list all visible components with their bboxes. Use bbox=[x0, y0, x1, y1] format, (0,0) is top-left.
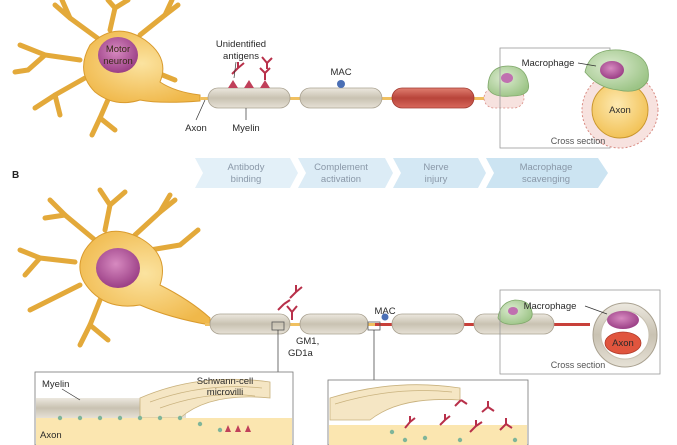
macrophage-nucleus-b bbox=[607, 311, 639, 329]
inset-antigens bbox=[225, 425, 251, 432]
inset2-axon-area bbox=[329, 425, 527, 445]
inset-axon-label: Axon bbox=[40, 430, 62, 441]
soma-a bbox=[83, 30, 201, 104]
mac-label-b: MAC bbox=[374, 306, 395, 317]
injured-myelin-segment bbox=[391, 87, 475, 109]
step-arrow-2 bbox=[298, 158, 393, 188]
antibody-icon bbox=[259, 67, 271, 80]
antigen-icon bbox=[228, 80, 238, 88]
antigens-a bbox=[228, 56, 273, 88]
macrophage-label-b: Macrophage bbox=[524, 301, 577, 312]
motor-neuron-label-line1: Motor bbox=[106, 44, 130, 55]
antibody-icon bbox=[261, 56, 273, 69]
motor-neuron-b bbox=[17, 187, 211, 348]
mac-label-a: MAC bbox=[330, 67, 351, 78]
inset-microvilli-label-line2: microvilli bbox=[207, 387, 243, 398]
macrophage-label-a: Macrophage bbox=[522, 58, 575, 69]
myelin-segment bbox=[299, 313, 369, 335]
axon-label-a: Axon bbox=[185, 123, 207, 134]
step-arrow-4 bbox=[486, 158, 608, 188]
gd1a-label: GD1a bbox=[288, 348, 314, 359]
inset-node-normal: Myelin Schwann-cell microvilli Axon bbox=[34, 371, 294, 445]
macrophage-nucleus bbox=[600, 61, 624, 79]
inset-axon-area bbox=[36, 418, 292, 445]
mac-complex-icon bbox=[337, 80, 345, 88]
inset-microvilli-label-line1: Schwann-cell bbox=[197, 376, 254, 387]
mac-complex-icon bbox=[381, 313, 389, 321]
antibody-icon bbox=[231, 62, 245, 75]
antigen-icon bbox=[244, 80, 254, 88]
antigen-icon bbox=[260, 80, 270, 88]
antibody-icon bbox=[286, 305, 298, 320]
antibody-icon bbox=[277, 299, 291, 311]
inset-microvilli bbox=[57, 415, 223, 433]
myelin-segment bbox=[391, 313, 465, 335]
process-arrows: B Antibody binding Complement activation… bbox=[12, 158, 608, 188]
step-arrow-3 bbox=[393, 158, 486, 188]
inset2-antibodies bbox=[404, 399, 513, 433]
motor-neuron-a: Motor neuron bbox=[12, 0, 201, 138]
step-arrow-1 bbox=[195, 158, 298, 188]
step-3-line1: Nerve bbox=[423, 162, 448, 173]
unidentified-antigens-label-line1: Unidentified bbox=[216, 39, 266, 50]
unidentified-antigens-label-line2: antigens bbox=[223, 51, 259, 62]
antibodies-b bbox=[277, 285, 303, 320]
panel-b: GM1, GD1a MAC Axon Macrophage Cross sect… bbox=[17, 187, 661, 445]
myelin-segment bbox=[299, 87, 383, 109]
gm1-label: GM1, bbox=[296, 336, 319, 347]
inset2-complement bbox=[389, 429, 518, 443]
step-1-line2: binding bbox=[231, 174, 262, 185]
cross-section-a: Axon Macrophage Cross section bbox=[499, 47, 659, 149]
inset-myelin-label: Myelin bbox=[42, 379, 69, 390]
macrophage-nucleus bbox=[508, 307, 518, 315]
step-2-line1: Complement bbox=[314, 162, 368, 173]
myelin-segment bbox=[207, 87, 291, 109]
step-4-line1: Macrophage bbox=[520, 162, 573, 173]
inset2-myelin-lamellae bbox=[329, 384, 461, 421]
antibody-icon bbox=[289, 285, 303, 299]
nucleus-b bbox=[96, 248, 140, 288]
cross-section-label-b: Cross section bbox=[551, 360, 606, 370]
step-1-line1: Antibody bbox=[228, 162, 265, 173]
cross-section-axon-label-a: Axon bbox=[609, 105, 631, 116]
myelin-label-a: Myelin bbox=[232, 123, 259, 134]
cross-section-axon-b bbox=[604, 331, 642, 355]
macrophage-nucleus bbox=[501, 73, 513, 83]
motor-neuron-label-line2: neuron bbox=[103, 56, 133, 67]
nucleus-a bbox=[98, 37, 138, 73]
step-4-line2: scavenging bbox=[522, 174, 570, 185]
myelin-segment bbox=[209, 313, 291, 335]
cross-section-axon-label-b: Axon bbox=[612, 338, 634, 349]
panel-b-letter: B bbox=[12, 170, 19, 181]
step-2-line2: activation bbox=[321, 174, 361, 185]
cross-section-frame-b bbox=[499, 289, 661, 375]
inset-myelin-lamellae bbox=[139, 378, 271, 419]
cross-section-b: Axon Macrophage Cross section bbox=[499, 289, 661, 375]
cross-section-label-a: Cross section bbox=[551, 136, 606, 146]
panel-a: Motor neuron Unidentified antigens MAC A… bbox=[12, 0, 659, 149]
step-3-line2: injury bbox=[425, 174, 448, 185]
inset-node-attacked bbox=[327, 379, 529, 445]
